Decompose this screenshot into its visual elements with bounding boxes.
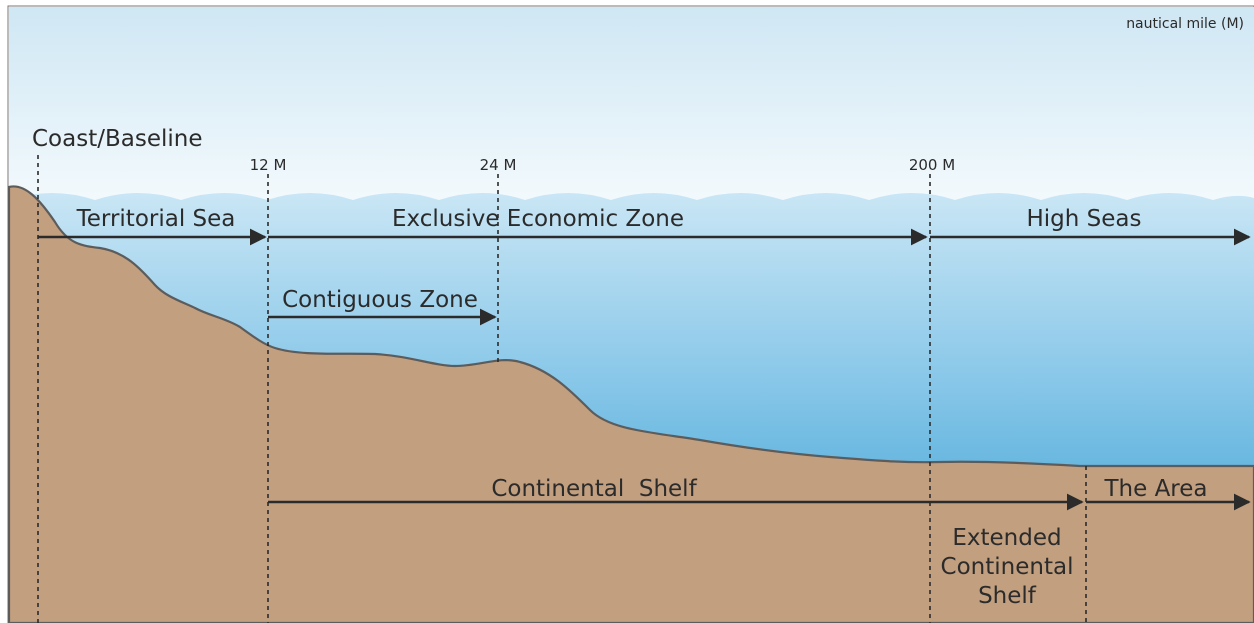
the-area-label: The Area (1103, 476, 1207, 502)
24m-label: 24 M (480, 156, 517, 174)
extended-shelf-label-line2: Continental (941, 554, 1074, 580)
200m-label: 200 M (909, 156, 955, 174)
contiguous-zone-label: Contiguous Zone (282, 287, 478, 313)
sky (9, 7, 1254, 207)
high-seas-label: High Seas (1027, 206, 1142, 232)
land (7, 185, 1254, 623)
extended-shelf-label-line1: Extended (952, 525, 1061, 551)
unit-label: nautical mile (M) (1126, 16, 1244, 32)
12m-label: 12 M (250, 156, 287, 174)
continental-shelf-label: Continental Shelf (491, 476, 697, 502)
coast-baseline-label: Coast/Baseline (32, 126, 203, 152)
territorial-sea-label: Territorial Sea (76, 206, 236, 232)
eez-label: Exclusive Economic Zone (392, 206, 684, 232)
extended-shelf-label-line3: Shelf (978, 583, 1037, 609)
